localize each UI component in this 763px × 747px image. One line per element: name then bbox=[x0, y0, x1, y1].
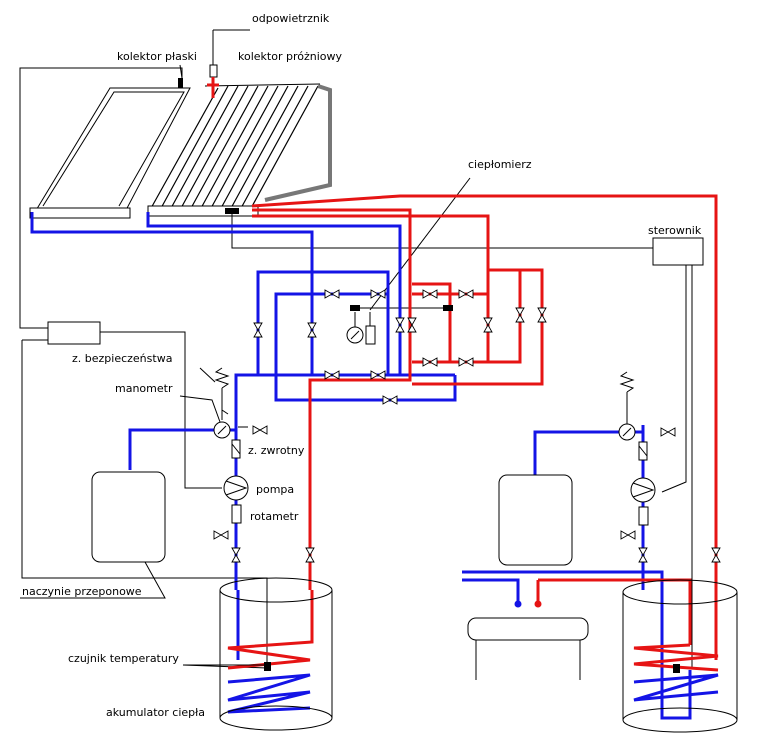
label-leaders bbox=[22, 29, 267, 666]
label-rotameter: rotametr bbox=[250, 510, 299, 523]
label-temp-sensor: czujnik temperatury bbox=[68, 652, 179, 665]
label-manometer: manometr bbox=[115, 382, 173, 395]
return-pipes bbox=[30, 212, 719, 720]
label-check-valve: z. zwrotny bbox=[248, 444, 305, 457]
label-vent: odpowietrznik bbox=[252, 12, 330, 25]
flat-collector-sensor bbox=[178, 78, 183, 88]
labels: odpowietrznik kolektor płaski kolektor p… bbox=[22, 12, 702, 719]
label-heat-storage: akumulator ciepła bbox=[106, 706, 205, 719]
heat-meter bbox=[346, 305, 453, 345]
expansion-vessel-right bbox=[498, 474, 573, 566]
label-vacuum-collector: kolektor próżniowy bbox=[238, 50, 342, 63]
label-expansion-vessel: naczynie przeponowe bbox=[22, 585, 142, 598]
heat-storage-left bbox=[219, 577, 333, 731]
flat-collector bbox=[29, 78, 191, 219]
left-controller-box bbox=[47, 321, 101, 345]
label-flat-collector: kolektor płaski bbox=[117, 50, 197, 63]
label-pump: pompa bbox=[256, 483, 294, 496]
right-pump-group bbox=[618, 371, 656, 526]
expansion-vessel-left bbox=[91, 471, 166, 563]
left-pump-group bbox=[213, 367, 249, 524]
heat-storage-right bbox=[622, 579, 738, 733]
label-safety-valve: z. bezpieczeństwa bbox=[72, 352, 172, 365]
label-controller: sterownik bbox=[648, 224, 702, 237]
controller-box bbox=[652, 237, 704, 266]
bathtub bbox=[467, 600, 589, 680]
label-heat-meter: ciepłomierz bbox=[468, 158, 532, 171]
